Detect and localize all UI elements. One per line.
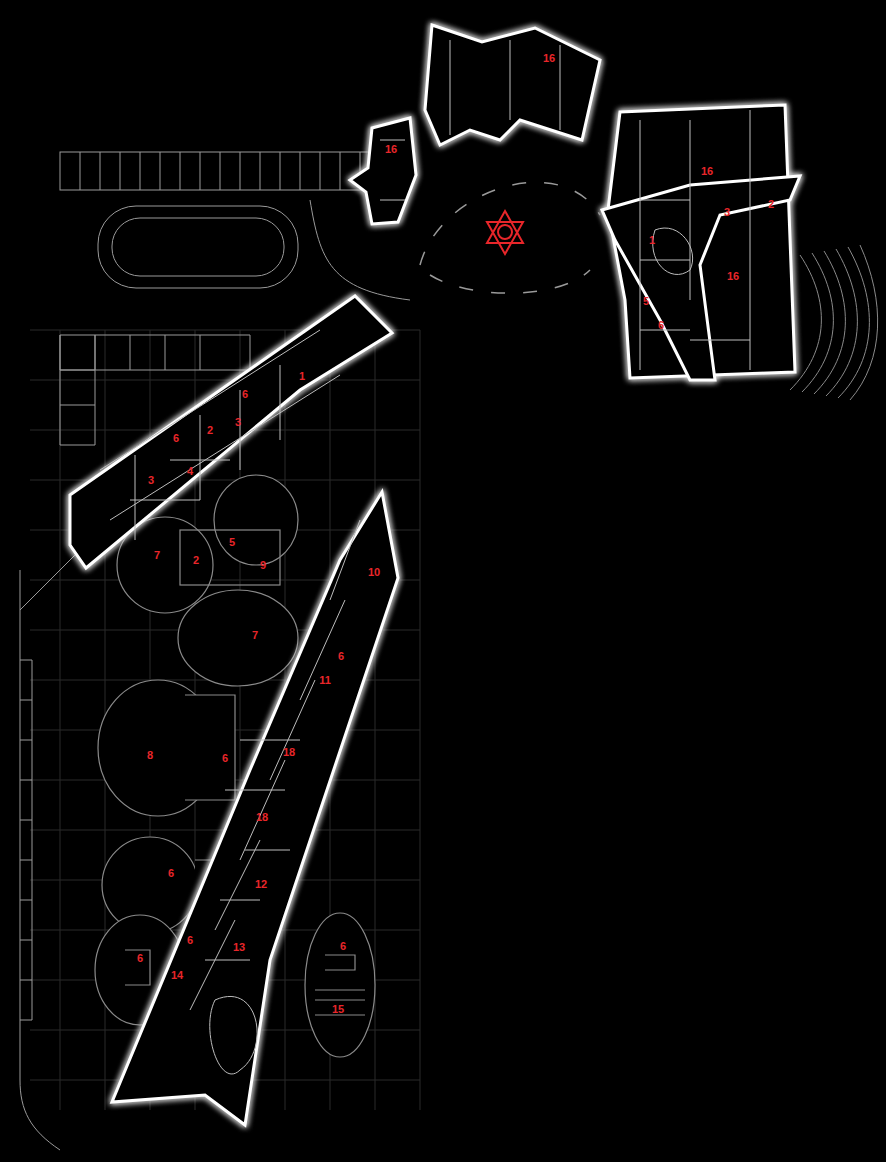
room-number: 8 [147, 750, 153, 761]
room-number: 6 [340, 941, 346, 952]
room-number: 3 [235, 417, 241, 428]
room-number: 5 [643, 296, 649, 307]
room-number: 6 [137, 953, 143, 964]
room-number: 9 [260, 560, 266, 571]
room-number: 16 [727, 271, 739, 282]
room-number: 13 [233, 942, 245, 953]
room-number: 5 [229, 537, 235, 548]
courtyard-arc [420, 182, 600, 293]
room-number: 2 [193, 555, 199, 566]
room-number: 14 [171, 970, 183, 981]
parking [20, 152, 410, 1150]
room-number: 18 [256, 812, 268, 823]
room-number: 6 [187, 935, 193, 946]
interior-walls [100, 40, 750, 1074]
room-number: 16 [701, 166, 713, 177]
room-number: 4 [187, 466, 193, 477]
room-number: 11 [319, 675, 331, 686]
room-number: 3 [724, 207, 730, 218]
room-number: 16 [385, 144, 397, 155]
room-number: 10 [368, 567, 380, 578]
room-number: 12 [255, 879, 267, 890]
room-number: 7 [252, 630, 258, 641]
star-symbol [487, 211, 523, 254]
room-number: 6 [222, 753, 228, 764]
room-number: 6 [338, 651, 344, 662]
amphitheatre [790, 245, 878, 400]
room-number: 6 [168, 868, 174, 879]
room-number: 1 [649, 235, 655, 246]
room-number: 18 [283, 747, 295, 758]
room-number: 1 [299, 371, 305, 382]
room-number: 6 [658, 320, 664, 331]
room-number: 7 [154, 550, 160, 561]
room-number: 2 [768, 199, 774, 210]
room-number: 6 [242, 389, 248, 400]
room-number: 3 [148, 475, 154, 486]
room-number: 16 [543, 53, 555, 64]
room-number: 2 [207, 425, 213, 436]
room-number: 6 [173, 433, 179, 444]
building-outline [70, 25, 800, 1125]
room-number: 15 [332, 1004, 344, 1015]
